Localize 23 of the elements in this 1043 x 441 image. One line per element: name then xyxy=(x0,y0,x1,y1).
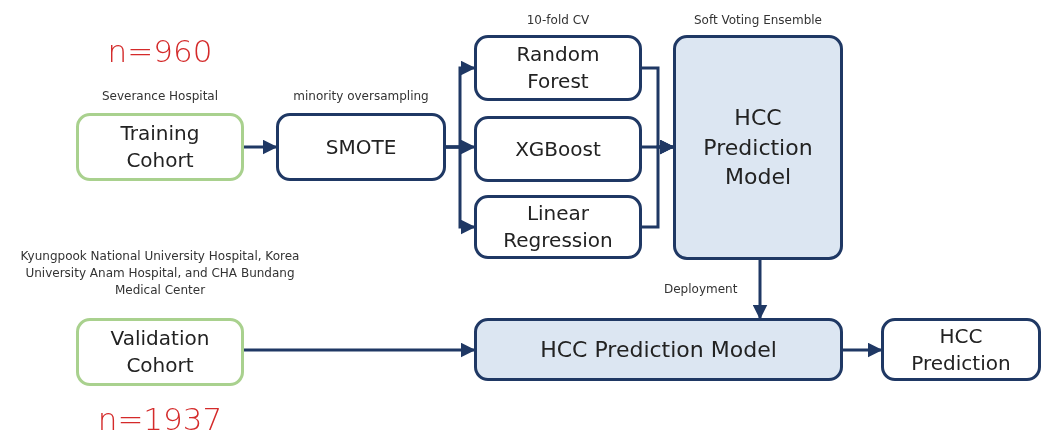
node-caption: minority oversampling xyxy=(292,88,430,105)
process-box: HCC Prediction xyxy=(881,318,1041,381)
process-box: SMOTE xyxy=(276,113,446,181)
process-box: XGBoost xyxy=(474,116,642,182)
arrow xyxy=(446,145,476,235)
sample-size-note: n=960 xyxy=(106,32,214,71)
arrow xyxy=(642,139,675,229)
node-caption: Kyungpook National University Hospital, Korea University Anam Hospital, and CHA Bundang Medical Center xyxy=(19,248,301,299)
arrow xyxy=(843,342,883,358)
process-box: Random Forest xyxy=(474,35,642,101)
node-caption: Severance Hospital xyxy=(100,88,220,105)
process-box: Linear Regression xyxy=(474,195,642,259)
cohort-box: Training Cohort xyxy=(76,113,244,181)
node-caption: 10-fold CV xyxy=(525,12,591,29)
node-caption: Soft Voting Ensemble xyxy=(692,12,823,29)
arrow xyxy=(244,342,476,358)
model-box: HCC Prediction Model xyxy=(673,35,843,260)
model-box: HCC Prediction Model xyxy=(474,318,843,381)
sample-size-note: n=1937 xyxy=(96,400,224,439)
arrow xyxy=(244,139,278,155)
arrow xyxy=(752,260,768,320)
edge-label: Deployment xyxy=(662,282,740,296)
cohort-box: Validation Cohort xyxy=(76,318,244,386)
